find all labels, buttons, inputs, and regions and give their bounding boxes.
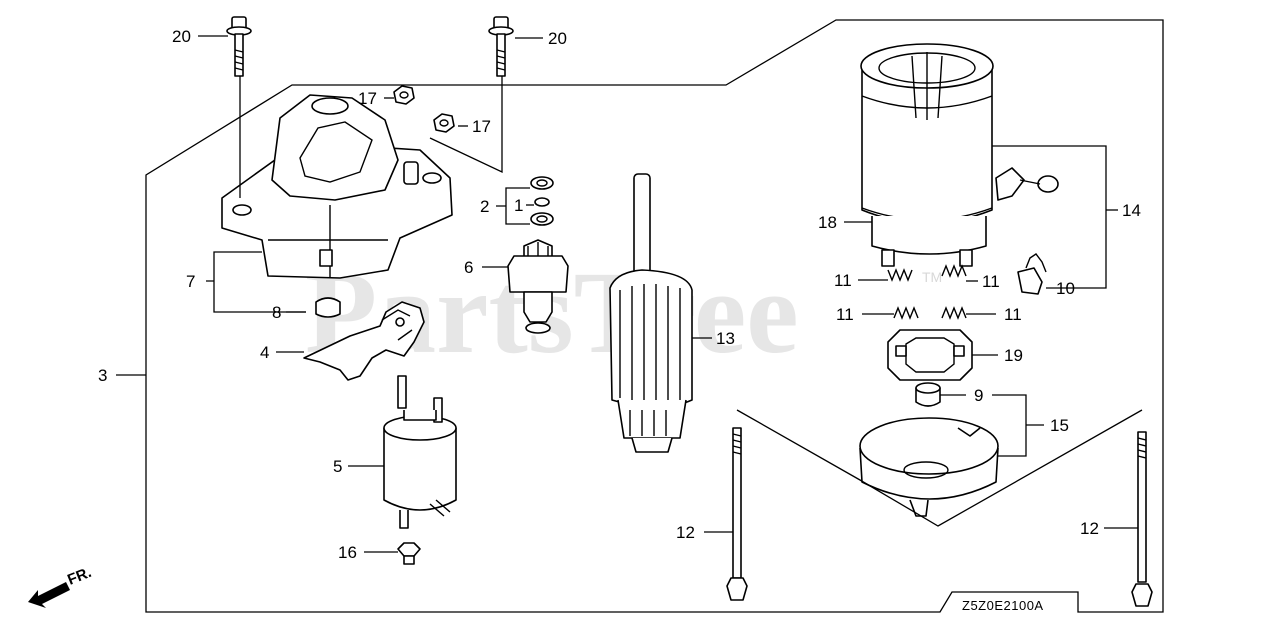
callout-3: 3 [98, 366, 107, 385]
washer-2-upper[interactable] [530, 176, 554, 190]
callout-11-bottom-right: 11 [1004, 305, 1022, 324]
nut-17-lower[interactable] [433, 113, 455, 133]
callout-11-top-left: 11 [834, 271, 852, 290]
leader-lines [116, 35, 1143, 553]
trademark: TM [922, 269, 942, 285]
through-bolt-12-left[interactable] [726, 427, 748, 601]
callout-labels: 20 20 17 17 2 1 7 8 6 4 3 5 16 13 14 18 … [98, 27, 1141, 562]
callout-12-right: 12 [1080, 519, 1099, 538]
callout-13: 13 [716, 329, 735, 348]
spring-11-bottom-right[interactable] [941, 306, 967, 320]
nut-16[interactable] [397, 542, 421, 565]
direction-label: FR. [65, 564, 94, 589]
callout-8: 8 [272, 303, 281, 322]
callout-19: 19 [1004, 346, 1023, 365]
spring-11-top-left[interactable] [887, 268, 913, 282]
callout-10: 10 [1056, 279, 1075, 298]
callout-20-right: 20 [548, 29, 567, 48]
solenoid-5[interactable] [383, 375, 457, 529]
washer-1[interactable] [534, 197, 550, 207]
bushing-9[interactable] [915, 382, 941, 407]
pinion-gear-6[interactable] [507, 239, 569, 334]
callout-17-lower: 17 [472, 117, 491, 136]
washer-2-lower[interactable] [530, 212, 554, 226]
through-bolt-12-right[interactable] [1131, 431, 1153, 607]
callout-14: 14 [1122, 201, 1141, 220]
callout-11-top-right: 11 [982, 272, 1000, 291]
front-direction-arrow-icon: FR. [28, 564, 94, 608]
front-housing-7[interactable] [221, 94, 453, 279]
callout-12-left: 12 [676, 523, 695, 542]
bolt-20-left[interactable] [226, 16, 252, 77]
spring-11-bottom-left[interactable] [893, 306, 919, 320]
callout-6: 6 [464, 258, 473, 277]
cap-8[interactable] [315, 297, 341, 318]
callout-7: 7 [186, 272, 195, 291]
nut-17-upper[interactable] [393, 85, 415, 105]
shift-lever-4[interactable] [303, 301, 425, 381]
bolt-20-right[interactable] [488, 16, 514, 77]
callout-9: 9 [974, 386, 983, 405]
callout-2: 2 [480, 197, 489, 216]
brush-10[interactable] [1017, 253, 1047, 295]
callout-20-left: 20 [172, 27, 191, 46]
yoke-assembly-14[interactable] [860, 43, 1059, 267]
callout-5: 5 [333, 457, 342, 476]
callout-1: 1 [514, 196, 523, 215]
callout-17-upper: 17 [358, 89, 377, 108]
assembly-outline [145, 19, 1164, 613]
callout-18: 18 [818, 213, 837, 232]
armature-13[interactable] [609, 173, 693, 453]
callout-16: 16 [338, 543, 357, 562]
brush-holder-plate-19[interactable] [887, 329, 973, 381]
callout-4: 4 [260, 343, 269, 362]
callout-15: 15 [1050, 416, 1069, 435]
spring-11-top-right[interactable] [941, 264, 967, 278]
diagram-code: Z5Z0E2100A [962, 598, 1044, 613]
rear-cover-15[interactable] [859, 417, 999, 517]
callout-11-bottom-left: 11 [836, 305, 854, 324]
